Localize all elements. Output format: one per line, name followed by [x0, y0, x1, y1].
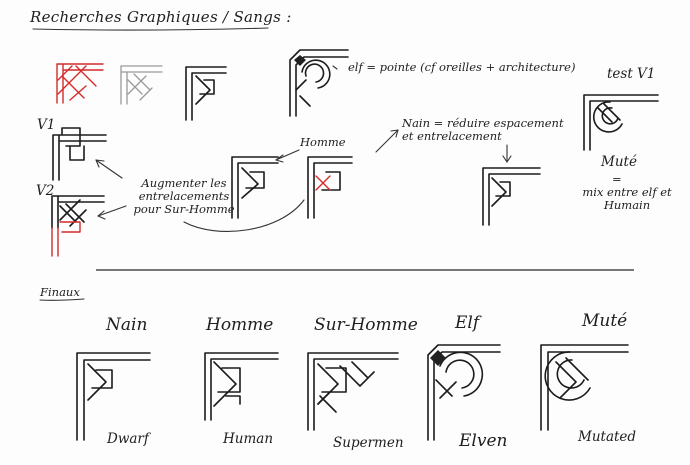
sketch-nain	[482, 167, 541, 226]
arrow-curve	[183, 199, 305, 232]
sketch-black-corner	[185, 66, 227, 121]
arrow-nain	[375, 129, 399, 153]
final-label-fr-nain: Nain	[106, 315, 148, 335]
final-label-en-elven: Elven	[459, 431, 508, 451]
final-corner-surhomme	[307, 352, 399, 431]
arrow-homme	[275, 149, 300, 161]
sketch-homme-a	[231, 156, 279, 219]
mute-note: mix entre elf et Humain	[582, 185, 672, 213]
final-label-en-supermen: Supermen	[333, 435, 404, 451]
elf-note: elf = pointe (cf oreilles + architecture…	[348, 60, 576, 74]
test-v1-label: test V1	[607, 66, 656, 82]
finaux-underline	[39, 298, 85, 301]
final-corner-mute	[540, 344, 629, 431]
final-label-fr-surhomme: Sur-Homme	[314, 315, 418, 335]
mute-note-title: Muté	[601, 154, 637, 170]
sketch-homme-b	[307, 156, 353, 219]
page-title: Recherches Graphiques / Sangs :	[30, 8, 292, 26]
sketch-elf-corner	[289, 49, 349, 117]
mute-note-eq: =	[612, 172, 622, 186]
final-corner-nain	[76, 352, 151, 441]
final-corner-elf	[427, 344, 501, 441]
arrow-elf	[332, 65, 338, 70]
homme-sketch-label: Homme	[300, 135, 346, 149]
sketch-v1	[52, 127, 107, 181]
sketch-v2	[51, 195, 105, 257]
v2-label: V2	[36, 183, 55, 199]
annotation-arrows	[95, 65, 512, 232]
final-corner-homme	[204, 352, 279, 421]
final-label-fr-elf: Elf	[455, 313, 480, 333]
final-label-fr-mute: Muté	[582, 311, 628, 331]
sketch-grey-corner	[120, 65, 163, 105]
nain-note: Nain = réduire espacement et entrelaceme…	[402, 116, 564, 144]
finaux-label: Finaux	[40, 285, 80, 299]
final-label-en-dwarf: Dwarf	[107, 431, 149, 447]
augment-note: Augmenter les entrelacements pour Sur-Ho…	[133, 176, 235, 217]
sketch-test-v1	[583, 94, 659, 151]
title-underline	[32, 27, 269, 31]
v1-label: V1	[37, 117, 56, 133]
final-label-en-mutated: Mutated	[578, 429, 637, 445]
final-label-fr-homme: Homme	[206, 315, 274, 335]
arrow-to-v1	[95, 159, 123, 179]
final-label-en-human: Human	[223, 431, 274, 447]
arrow-to-v2	[97, 205, 127, 217]
sketch-red-corner	[56, 63, 104, 104]
